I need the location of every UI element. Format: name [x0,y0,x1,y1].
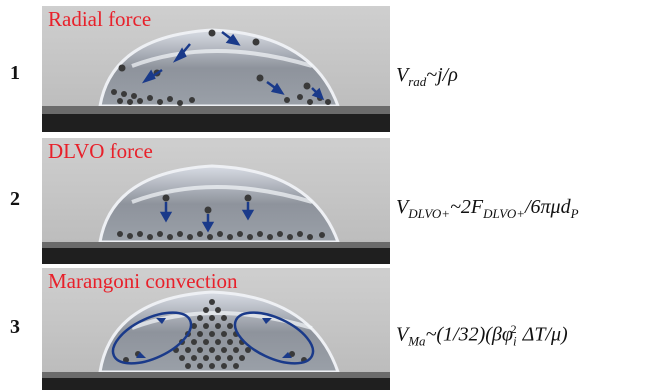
arrows [141,31,325,101]
row-number-1: 1 [10,62,20,84]
substrate [42,248,390,264]
panel-label: Radial force [48,7,152,31]
droplet-shape [98,290,341,374]
substrate [42,378,390,390]
droplet-shape [98,164,341,244]
panel-dlvo-force: DLVO force [42,138,390,264]
panel-radial-force: Radial force [42,6,390,132]
panel-label: DLVO force [48,139,153,163]
equation-radial: Vrad~j/ρ [396,64,458,89]
panel-label: Marangoni convection [48,269,238,293]
convection-loops [111,311,315,365]
loop-arrows [136,318,292,358]
droplet-image-2 [42,138,390,264]
row-number-3: 3 [10,316,20,338]
arrows [159,202,255,233]
panel-marangoni-convection: Marangoni convection [42,268,390,390]
substrate [42,114,390,132]
droplet-image-3 [42,268,390,390]
particles [117,194,325,240]
row-number-2: 2 [10,188,20,210]
droplet-image-1 [42,6,390,132]
equation-dlvo: VDLVO+~2FDLVO+/6πμdP [396,196,579,221]
